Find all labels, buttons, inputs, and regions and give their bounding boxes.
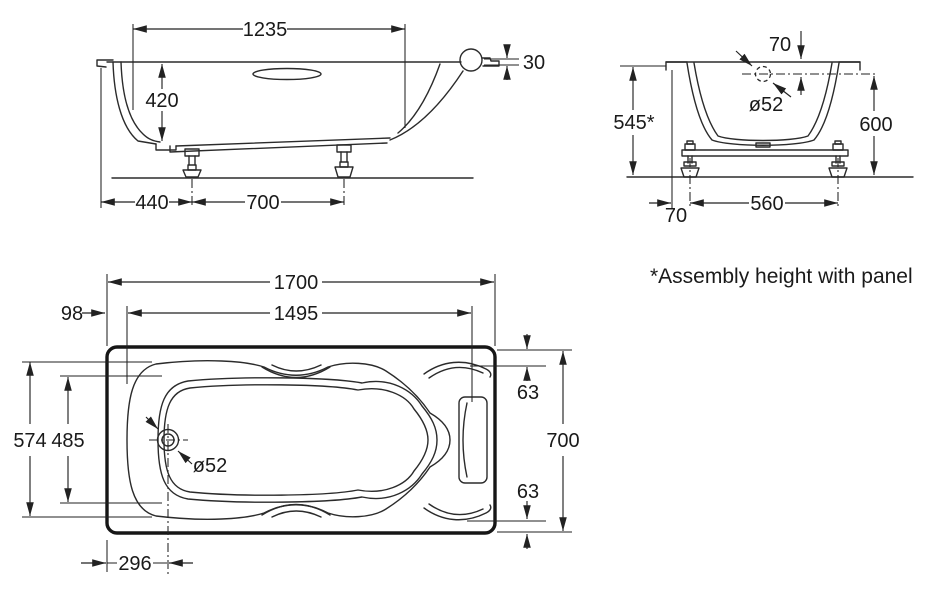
side-bottom-line	[175, 137, 391, 147]
side-drain-flange	[155, 143, 177, 151]
end-foot-right	[828, 140, 848, 178]
dim-end-edge-to-foot: 70	[665, 205, 687, 227]
dim-end-assembly-height: 545*	[613, 112, 654, 134]
plan-basin-inner	[163, 384, 429, 496]
plan-headrest-curve	[462, 402, 468, 478]
side-support-board	[169, 142, 388, 153]
dim-plan-rim-inset-top: 63	[517, 382, 539, 404]
dim-plan-overall-width: 700	[546, 430, 579, 452]
dim-plan-drain-from-end: 296	[118, 553, 151, 575]
dim-plan-basin-width: 485	[51, 430, 84, 452]
dim-plan-overall-length: 1700	[274, 272, 319, 294]
side-view: 1235 420 30 440 700	[96, 19, 545, 214]
dim-side-rim-thickness: 30	[523, 52, 545, 74]
plan-outer-rim	[105, 345, 497, 535]
plan-grip-bottom	[261, 503, 331, 518]
dim-plan-drain-diameter: ø52	[193, 455, 227, 477]
side-left-wall-inner	[120, 61, 161, 143]
plan-inner-rim-contour	[126, 360, 451, 520]
dim-side-end-to-foot: 440	[135, 192, 168, 214]
side-right-wall-inner	[397, 63, 441, 134]
leader-drain-a	[145, 416, 159, 430]
dim-end-overflow-diameter: ø52	[749, 94, 783, 116]
end-bowl-inner	[693, 62, 833, 142]
dim-side-foot-spacing: 700	[246, 192, 279, 214]
side-left-lip	[96, 59, 114, 68]
assembly-footnote: *Assembly height with panel	[650, 265, 913, 288]
dim-end-overall-height: 600	[859, 114, 892, 136]
side-foot-back	[334, 144, 354, 178]
dim-plan-rim-inset-bottom: 63	[517, 481, 539, 503]
side-right-wall-outer	[389, 70, 464, 141]
dim-plan-inner-length: 1495	[274, 303, 319, 325]
dim-side-inner-length: 1235	[243, 19, 288, 41]
leader-overflow-b	[772, 82, 792, 98]
plan-wing-bottom-right	[423, 503, 492, 521]
side-grip-oval	[252, 67, 322, 81]
dim-side-depth: 420	[145, 90, 178, 112]
plan-headrest	[458, 396, 488, 484]
end-bowl-outer	[686, 62, 840, 146]
end-frame-bar	[681, 149, 849, 157]
end-drain-detail	[755, 142, 771, 148]
dim-end-overflow-from-rim: 70	[769, 34, 791, 56]
end-view: ø52 70 545* 600 70 560	[613, 31, 914, 227]
leader-overflow-a	[735, 50, 753, 67]
plan-view: ø52 1700 98 1495 574 485 63	[13, 272, 579, 575]
side-overflow-boss	[459, 48, 483, 72]
plan-wing-top-right	[423, 361, 492, 379]
dim-plan-end-inset: 98	[61, 303, 83, 325]
dim-plan-outer-inner-width: 574	[13, 430, 46, 452]
ext-rim-30	[484, 58, 519, 66]
plan-grip-top	[261, 364, 331, 379]
side-foot-front	[182, 148, 202, 178]
side-left-wall-outer	[112, 61, 157, 145]
dim-end-foot-spacing: 560	[750, 193, 783, 215]
leader-drain-b	[177, 450, 193, 465]
plan-basin-outer	[157, 377, 438, 503]
